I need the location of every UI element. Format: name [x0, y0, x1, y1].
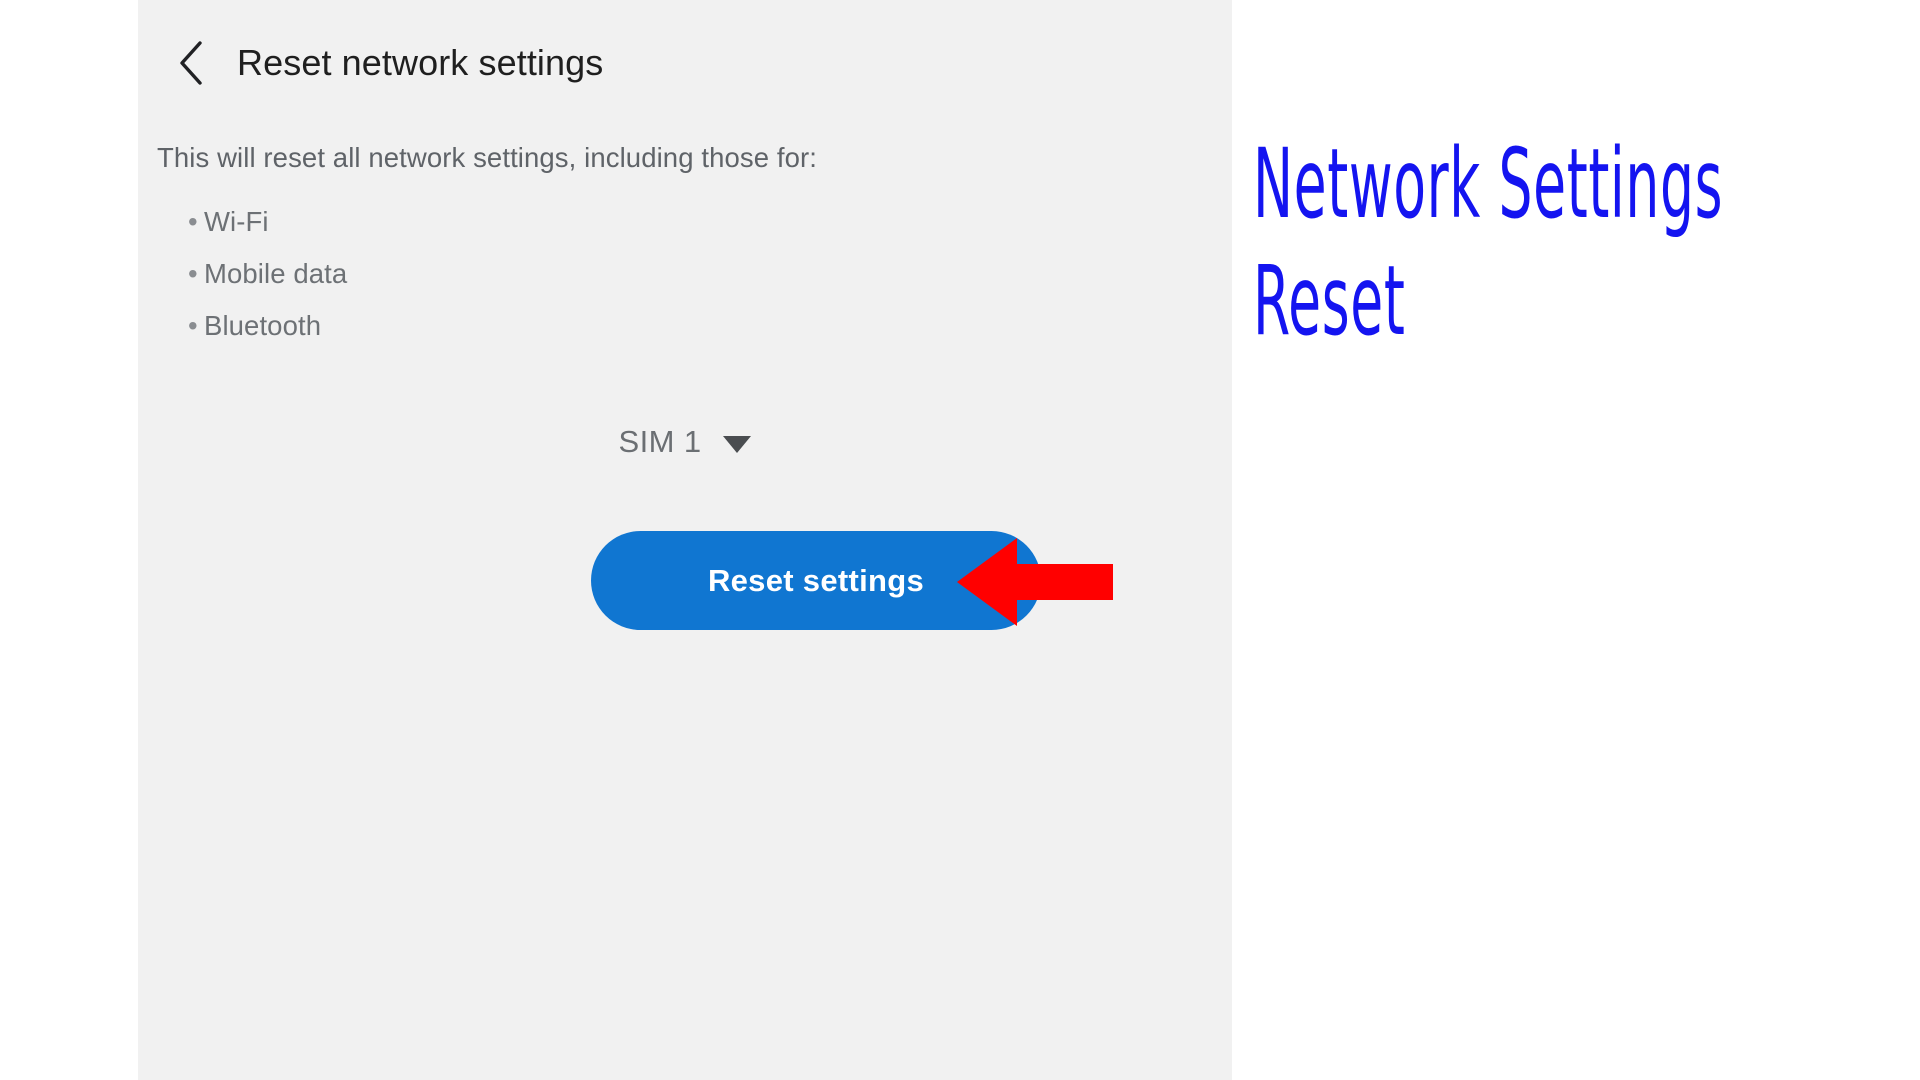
caption-line-1: Network Settings	[1253, 128, 1724, 240]
list-item-bluetooth: •Bluetooth	[188, 300, 347, 352]
page-title: Reset network settings	[237, 42, 604, 83]
bullet-dot-icon: •	[188, 258, 198, 289]
list-item-mobile-data: •Mobile data	[188, 248, 347, 300]
affected-services-list: •Wi-Fi •Mobile data •Bluetooth	[188, 196, 347, 352]
sim-selector-dropdown[interactable]: SIM 1	[138, 424, 1232, 460]
list-item-label: Mobile data	[204, 258, 348, 289]
caption-line-2: Reset	[1253, 245, 1406, 358]
list-item-label: Wi-Fi	[204, 206, 269, 237]
sim-selected-value: SIM 1	[618, 424, 702, 459]
settings-panel: Reset network settings This will reset a…	[138, 0, 1232, 1080]
bullet-dot-icon: •	[188, 206, 198, 237]
bullet-dot-icon: •	[188, 310, 198, 341]
annotation-caption: Network Settings Reset	[1253, 126, 1724, 360]
left-arrow-icon	[955, 532, 1115, 632]
caret-down-icon	[723, 435, 752, 453]
description-text: This will reset all network settings, in…	[157, 142, 817, 173]
back-chevron-icon	[174, 39, 208, 87]
back-button[interactable]	[163, 35, 219, 91]
list-item-wifi: •Wi-Fi	[188, 196, 347, 248]
list-item-label: Bluetooth	[204, 310, 322, 341]
app-header: Reset network settings	[138, 26, 1232, 100]
